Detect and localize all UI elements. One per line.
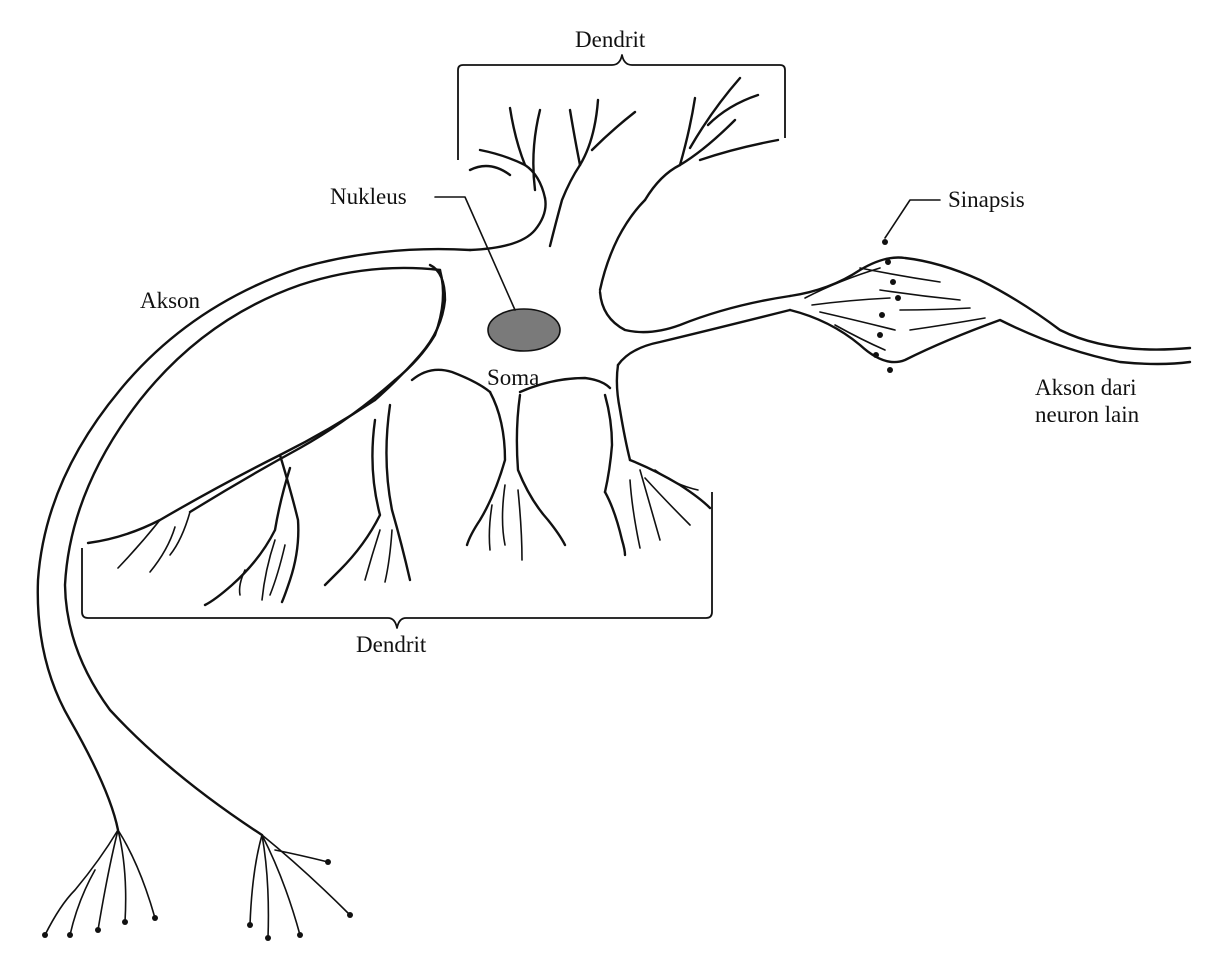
- label-dendrit-top: Dendrit: [575, 27, 646, 52]
- label-akson-lain-line2: neuron lain: [1035, 402, 1140, 427]
- label-akson-lain-line1: Akson dari: [1035, 375, 1137, 400]
- label-nukleus: Nukleus: [330, 184, 407, 209]
- label-dendrit-bottom: Dendrit: [356, 632, 427, 657]
- dendrit-bottom-branches: [86, 378, 712, 607]
- dendrit-top-bracket: [457, 54, 786, 160]
- label-sinapsis: Sinapsis: [948, 187, 1025, 212]
- label-soma: Soma: [487, 365, 539, 390]
- axon-terminals-right: [247, 834, 353, 941]
- dendrit-top-branches: [468, 76, 780, 202]
- nukleus-leader-line: [434, 196, 516, 311]
- synapse-knobs: [873, 239, 901, 373]
- nucleus: [487, 308, 561, 352]
- incoming-axon: [788, 256, 1192, 366]
- label-akson: Akson: [140, 288, 201, 313]
- dendrit-bottom-bracket: [81, 492, 713, 629]
- soma-body: [393, 163, 792, 494]
- axon-main: [36, 247, 472, 837]
- sinapsis-leader-line: [884, 199, 941, 239]
- axon-terminals-left: [42, 829, 158, 938]
